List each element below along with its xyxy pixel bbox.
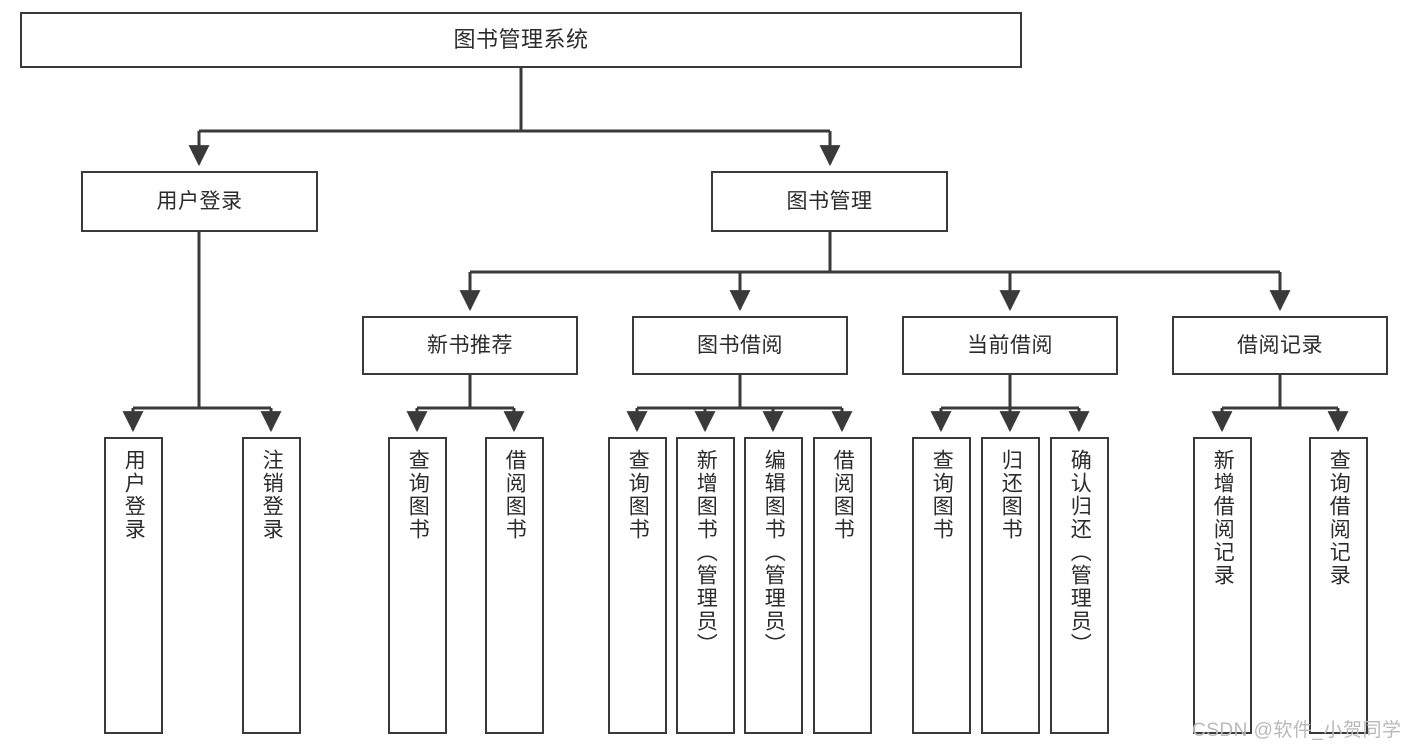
leaf-current-borrow-return[interactable]: 归还图书 bbox=[981, 437, 1040, 734]
csdn-watermark: CSDN @软件_小贺同学 bbox=[1192, 720, 1402, 741]
node-label: 注销登录 bbox=[260, 449, 284, 541]
leaf-user-login-login[interactable]: 用户登录 bbox=[104, 437, 163, 734]
leaf-book-borrow-edit[interactable]: 编辑图书（管理员） bbox=[744, 437, 803, 734]
node-label: 查询图书 bbox=[626, 449, 650, 541]
node-label: 图书管理系统 bbox=[453, 26, 589, 52]
leaf-borrow-record-add[interactable]: 新增借阅记录 bbox=[1193, 437, 1252, 734]
node-label: 借阅记录 bbox=[1237, 333, 1323, 357]
node-label: 确认归还（管理员） bbox=[1068, 449, 1092, 656]
node-label: 查询借阅记录 bbox=[1327, 449, 1351, 587]
node-book-management[interactable]: 图书管理 bbox=[711, 171, 948, 232]
node-new-book-recommendation[interactable]: 新书推荐 bbox=[362, 316, 578, 375]
leaf-book-borrow-add[interactable]: 新增图书（管理员） bbox=[676, 437, 735, 734]
node-label: 图书管理 bbox=[786, 189, 873, 213]
node-label: 当前借阅 bbox=[967, 333, 1053, 357]
node-label: 新增图书（管理员） bbox=[694, 449, 718, 656]
node-label: 编辑图书（管理员） bbox=[762, 449, 786, 656]
leaf-book-borrow-query[interactable]: 查询图书 bbox=[608, 437, 667, 734]
leaf-book-borrow-borrow[interactable]: 借阅图书 bbox=[813, 437, 872, 734]
node-label: 借阅图书 bbox=[503, 449, 527, 541]
node-label: 查询图书 bbox=[406, 449, 430, 541]
node-current-borrowing[interactable]: 当前借阅 bbox=[902, 316, 1118, 375]
node-label: 新书推荐 bbox=[427, 333, 513, 357]
leaf-borrow-record-query[interactable]: 查询借阅记录 bbox=[1309, 437, 1368, 734]
leaf-current-borrow-confirm-return[interactable]: 确认归还（管理员） bbox=[1050, 437, 1109, 734]
node-label: 借阅图书 bbox=[831, 449, 855, 541]
node-label: 用户登录 bbox=[156, 189, 243, 213]
node-book-borrowing[interactable]: 图书借阅 bbox=[632, 316, 848, 375]
node-label: 用户登录 bbox=[122, 449, 146, 541]
node-label: 图书借阅 bbox=[697, 333, 783, 357]
node-borrowing-records[interactable]: 借阅记录 bbox=[1172, 316, 1388, 375]
leaf-new-book-query[interactable]: 查询图书 bbox=[388, 437, 447, 734]
node-label: 归还图书 bbox=[999, 449, 1023, 541]
node-user-login[interactable]: 用户登录 bbox=[81, 171, 318, 232]
node-label: 查询图书 bbox=[930, 449, 954, 541]
node-root-library-system[interactable]: 图书管理系统 bbox=[20, 12, 1022, 68]
leaf-user-login-logout[interactable]: 注销登录 bbox=[242, 437, 301, 734]
leaf-current-borrow-query[interactable]: 查询图书 bbox=[912, 437, 971, 734]
leaf-new-book-borrow[interactable]: 借阅图书 bbox=[485, 437, 544, 734]
node-label: 新增借阅记录 bbox=[1211, 449, 1235, 587]
